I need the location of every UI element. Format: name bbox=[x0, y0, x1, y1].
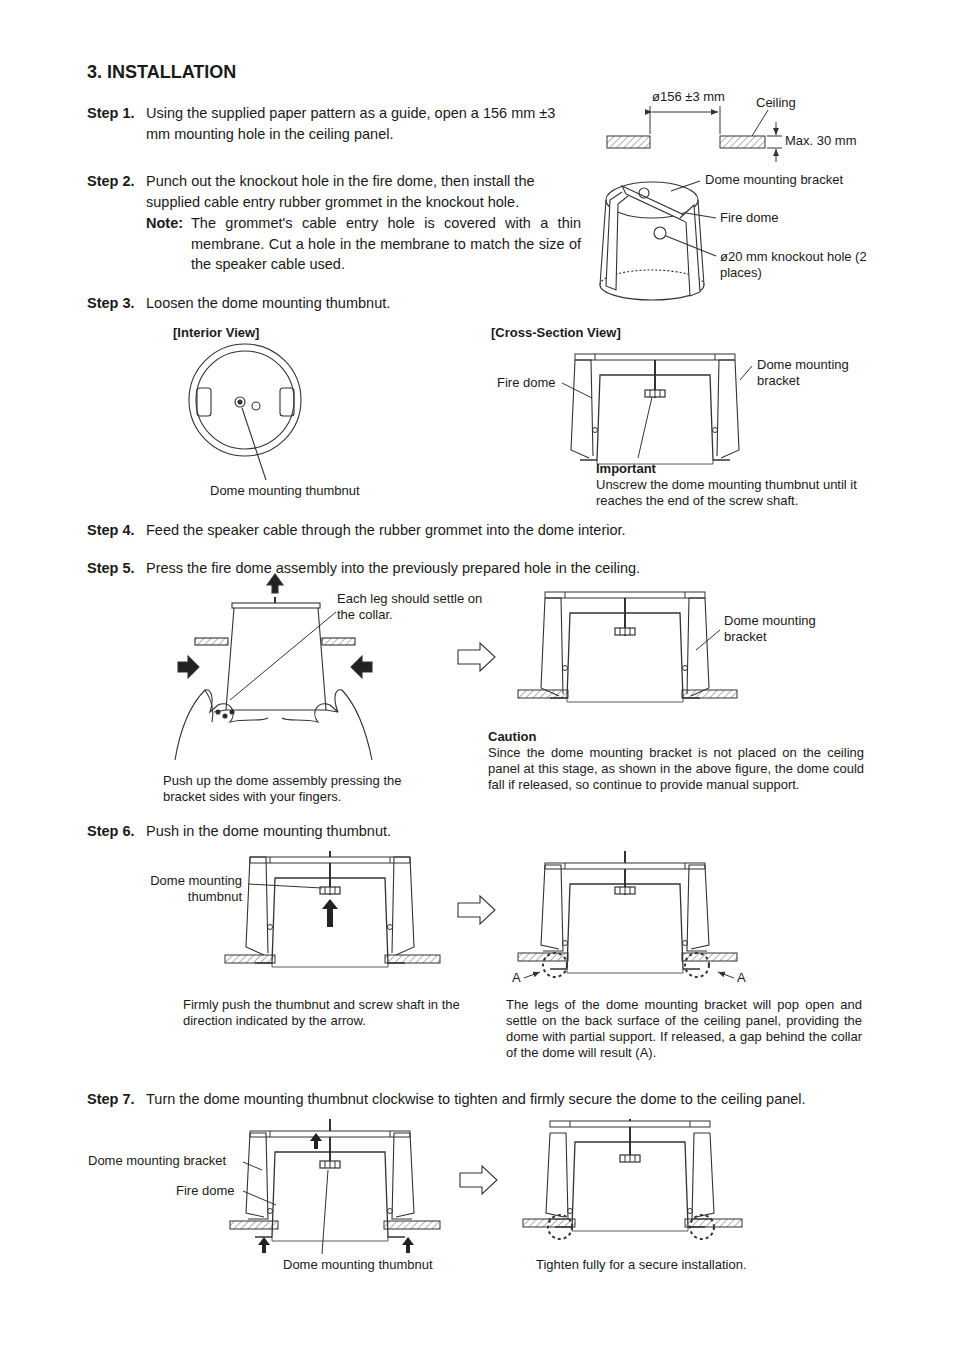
label: Step 6. bbox=[87, 821, 135, 842]
label: A bbox=[512, 970, 521, 986]
label: Firmly push the thumbnut and screw shaft… bbox=[183, 997, 463, 1029]
leader bbox=[248, 884, 322, 888]
label: Note: bbox=[146, 213, 183, 234]
label: Fire dome bbox=[176, 1183, 235, 1199]
label: The legs of the dome mounting bracket wi… bbox=[506, 997, 862, 1061]
cross-section-step7a bbox=[230, 1119, 440, 1253]
leader bbox=[740, 366, 752, 380]
next-arrow bbox=[458, 896, 495, 924]
fire-dome-perspective bbox=[600, 181, 716, 300]
label: [Cross-Section View] bbox=[491, 325, 621, 341]
label: Caution bbox=[488, 729, 536, 745]
label: Dome mounting bracket bbox=[724, 613, 836, 645]
label: Push in the dome mounting thumbnut. bbox=[146, 821, 391, 842]
next-arrow bbox=[460, 1166, 497, 1194]
leader bbox=[696, 630, 720, 650]
label: Step 4. bbox=[87, 520, 135, 541]
label: A bbox=[737, 970, 746, 986]
label: Dome mounting thumbnut bbox=[210, 483, 360, 499]
leader bbox=[243, 1162, 262, 1170]
interior-view bbox=[189, 344, 301, 480]
label: Unscrew the dome mounting thumbnut until… bbox=[596, 477, 872, 509]
label: Feed the speaker cable through the rubbe… bbox=[146, 520, 626, 541]
label: Tighten fully for a secure installation. bbox=[536, 1257, 747, 1273]
label: Step 3. bbox=[87, 293, 135, 314]
ceiling-hole-figure bbox=[607, 106, 782, 162]
cross-section-step6a bbox=[225, 851, 440, 967]
label: ø20 mm knockout hole (2 places) bbox=[720, 249, 880, 281]
leader bbox=[718, 972, 734, 978]
label: Dome mounting bracket bbox=[757, 357, 869, 389]
label: [Interior View] bbox=[173, 325, 259, 341]
leader bbox=[638, 397, 652, 458]
label: Push up the dome assembly pressing the b… bbox=[163, 773, 413, 805]
leader bbox=[524, 972, 540, 978]
next-arrow bbox=[458, 643, 495, 671]
label: Ceiling bbox=[756, 95, 796, 111]
label: Step 1. bbox=[87, 103, 135, 124]
cross-section-step3 bbox=[571, 354, 739, 464]
label: Press the fire dome assembly into the pr… bbox=[146, 558, 640, 579]
label: Step 7. bbox=[87, 1089, 135, 1110]
leader bbox=[322, 1170, 328, 1254]
label: Max. 30 mm bbox=[785, 133, 857, 149]
label: Dome mounting thumbnut bbox=[283, 1257, 433, 1273]
label: Since the dome mounting bracket is not p… bbox=[488, 745, 864, 793]
label: Punch out the knockout hole in the fire … bbox=[146, 171, 581, 212]
label: Each leg should settle on the collar. bbox=[337, 591, 487, 623]
label: Using the supplied paper pattern as a gu… bbox=[146, 103, 581, 144]
label: Dome mounting thumbnut bbox=[130, 873, 242, 905]
label: Fire dome bbox=[497, 375, 556, 391]
label: The grommet's cable entry hole is covere… bbox=[191, 213, 581, 275]
leader bbox=[243, 1191, 276, 1205]
label: Step 2. bbox=[87, 171, 135, 192]
section-title: 3. INSTALLATION bbox=[87, 64, 236, 80]
cross-section-step5 bbox=[518, 592, 737, 702]
label: Loosen the dome mounting thumbnut. bbox=[146, 293, 390, 314]
leader bbox=[562, 383, 592, 398]
label: Fire dome bbox=[720, 210, 779, 226]
cross-section-step7b bbox=[523, 1119, 742, 1239]
label: Dome mounting bracket bbox=[88, 1153, 226, 1169]
label: Dome mounting bracket bbox=[705, 172, 843, 188]
label: ø156 ±3 mm bbox=[652, 89, 725, 105]
label: Step 5. bbox=[87, 558, 135, 579]
cross-section-step6b bbox=[518, 851, 737, 977]
label: Important bbox=[596, 461, 656, 477]
label: Turn the dome mounting thumbnut clockwis… bbox=[146, 1089, 936, 1110]
